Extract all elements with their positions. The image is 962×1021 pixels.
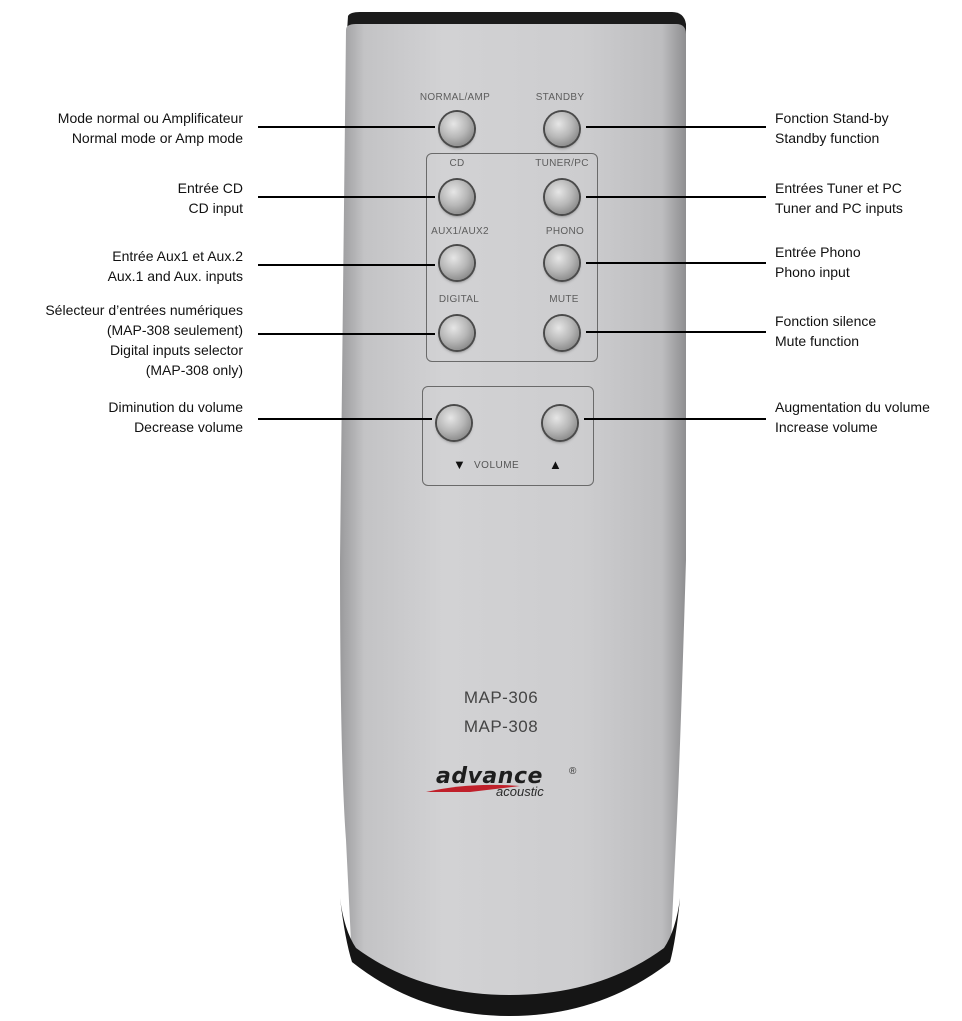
callout-text: Diminution du volume [108,399,243,415]
callout-text: Sélecteur d’entrées numériques [45,302,243,318]
callout-text: Fonction silence [775,313,877,329]
mute-label: MUTE [549,294,579,305]
input-selector-panel [426,153,598,362]
leader-line [258,264,435,266]
leader-line [258,126,435,128]
tuner-pc-label: TUNER/PC [535,158,589,169]
brand-name: advance [436,764,543,789]
aux-label: AUX1/AUX2 [431,226,489,237]
model-name-308: MAP-308 [463,717,539,736]
callout-text: Fonction Stand-by [775,110,889,126]
callout-text: Decrease volume [134,419,243,435]
model-name-306: MAP-306 [463,688,539,707]
callout-text: Normal mode or Amp mode [71,130,243,146]
callout-text: Digital inputs selector [109,342,243,358]
leader-line [586,262,766,264]
digital-button[interactable] [440,316,474,350]
leader-line [586,331,766,333]
callout-text: CD input [188,200,243,216]
normal-amp-button[interactable] [440,112,474,146]
tuner-pc-button[interactable] [545,180,579,214]
volume-up-icon: ▲ [549,457,562,472]
brand-registered-mark: ® [569,766,577,777]
standby-button[interactable] [545,112,579,146]
callout-text: Entrée Aux1 et Aux.2 [112,248,243,264]
callout-text: Standby function [775,130,880,146]
mute-button[interactable] [545,316,579,350]
callout-volume-up: Augmentation du volume Increase volume [775,397,930,437]
volume-label: VOLUME [474,460,520,471]
volume-down-icon: ▼ [453,457,466,472]
leader-line [586,126,766,128]
callout-text: Increase volume [775,419,878,435]
brand-logo: advance ® acoustic [428,764,578,804]
callout-text: Entrées Tuner et PC [775,180,902,196]
callout-volume-down: Diminution du volume Decrease volume [108,397,243,437]
callout-text: Mute function [775,333,860,349]
callout-text: (MAP-308 only) [145,362,243,378]
callout-text: Tuner and PC inputs [775,200,903,216]
callout-cd: Entrée CD CD input [178,178,243,218]
callout-digital: Sélecteur d’entrées numériques (MAP-308 … [45,300,243,380]
callout-text: Aux.1 and Aux. inputs [107,268,243,284]
callout-mute: Fonction silence Mute function [775,311,876,351]
brand-subtitle: acoustic [496,784,544,799]
leader-line [586,196,766,198]
callout-text: Augmentation du volume [775,399,930,415]
standby-label: STANDBY [535,92,585,103]
callout-text: Entrée CD [177,180,243,196]
normal-amp-label: NORMAL/AMP [419,92,491,103]
callout-aux: Entrée Aux1 et Aux.2 Aux.1 and Aux. inpu… [108,246,243,286]
callout-text: Mode normal ou Amplificateur [57,110,243,126]
phono-label: PHONO [545,226,585,237]
leader-line [258,333,435,335]
volume-up-button[interactable] [543,406,577,440]
callout-standby: Fonction Stand-by Standby function [775,108,889,148]
digital-label: DIGITAL [438,294,480,305]
cd-button[interactable] [440,180,474,214]
cd-label: CD [449,158,465,169]
callout-text: Entrée Phono [775,244,861,260]
volume-panel [422,386,594,486]
callout-normal-amp: Mode normal ou Amplificateur Normal mode… [58,108,243,148]
callout-text: (MAP-308 seulement) [106,322,243,338]
callout-phono: Entrée Phono Phono input [775,242,861,282]
leader-line [258,196,435,198]
volume-down-button[interactable] [437,406,471,440]
phono-button[interactable] [545,246,579,280]
leader-line [584,418,766,420]
leader-line [258,418,432,420]
callout-tuner-pc: Entrées Tuner et PC Tuner and PC inputs [775,178,903,218]
callout-text: Phono input [775,264,850,280]
aux-button[interactable] [440,246,474,280]
